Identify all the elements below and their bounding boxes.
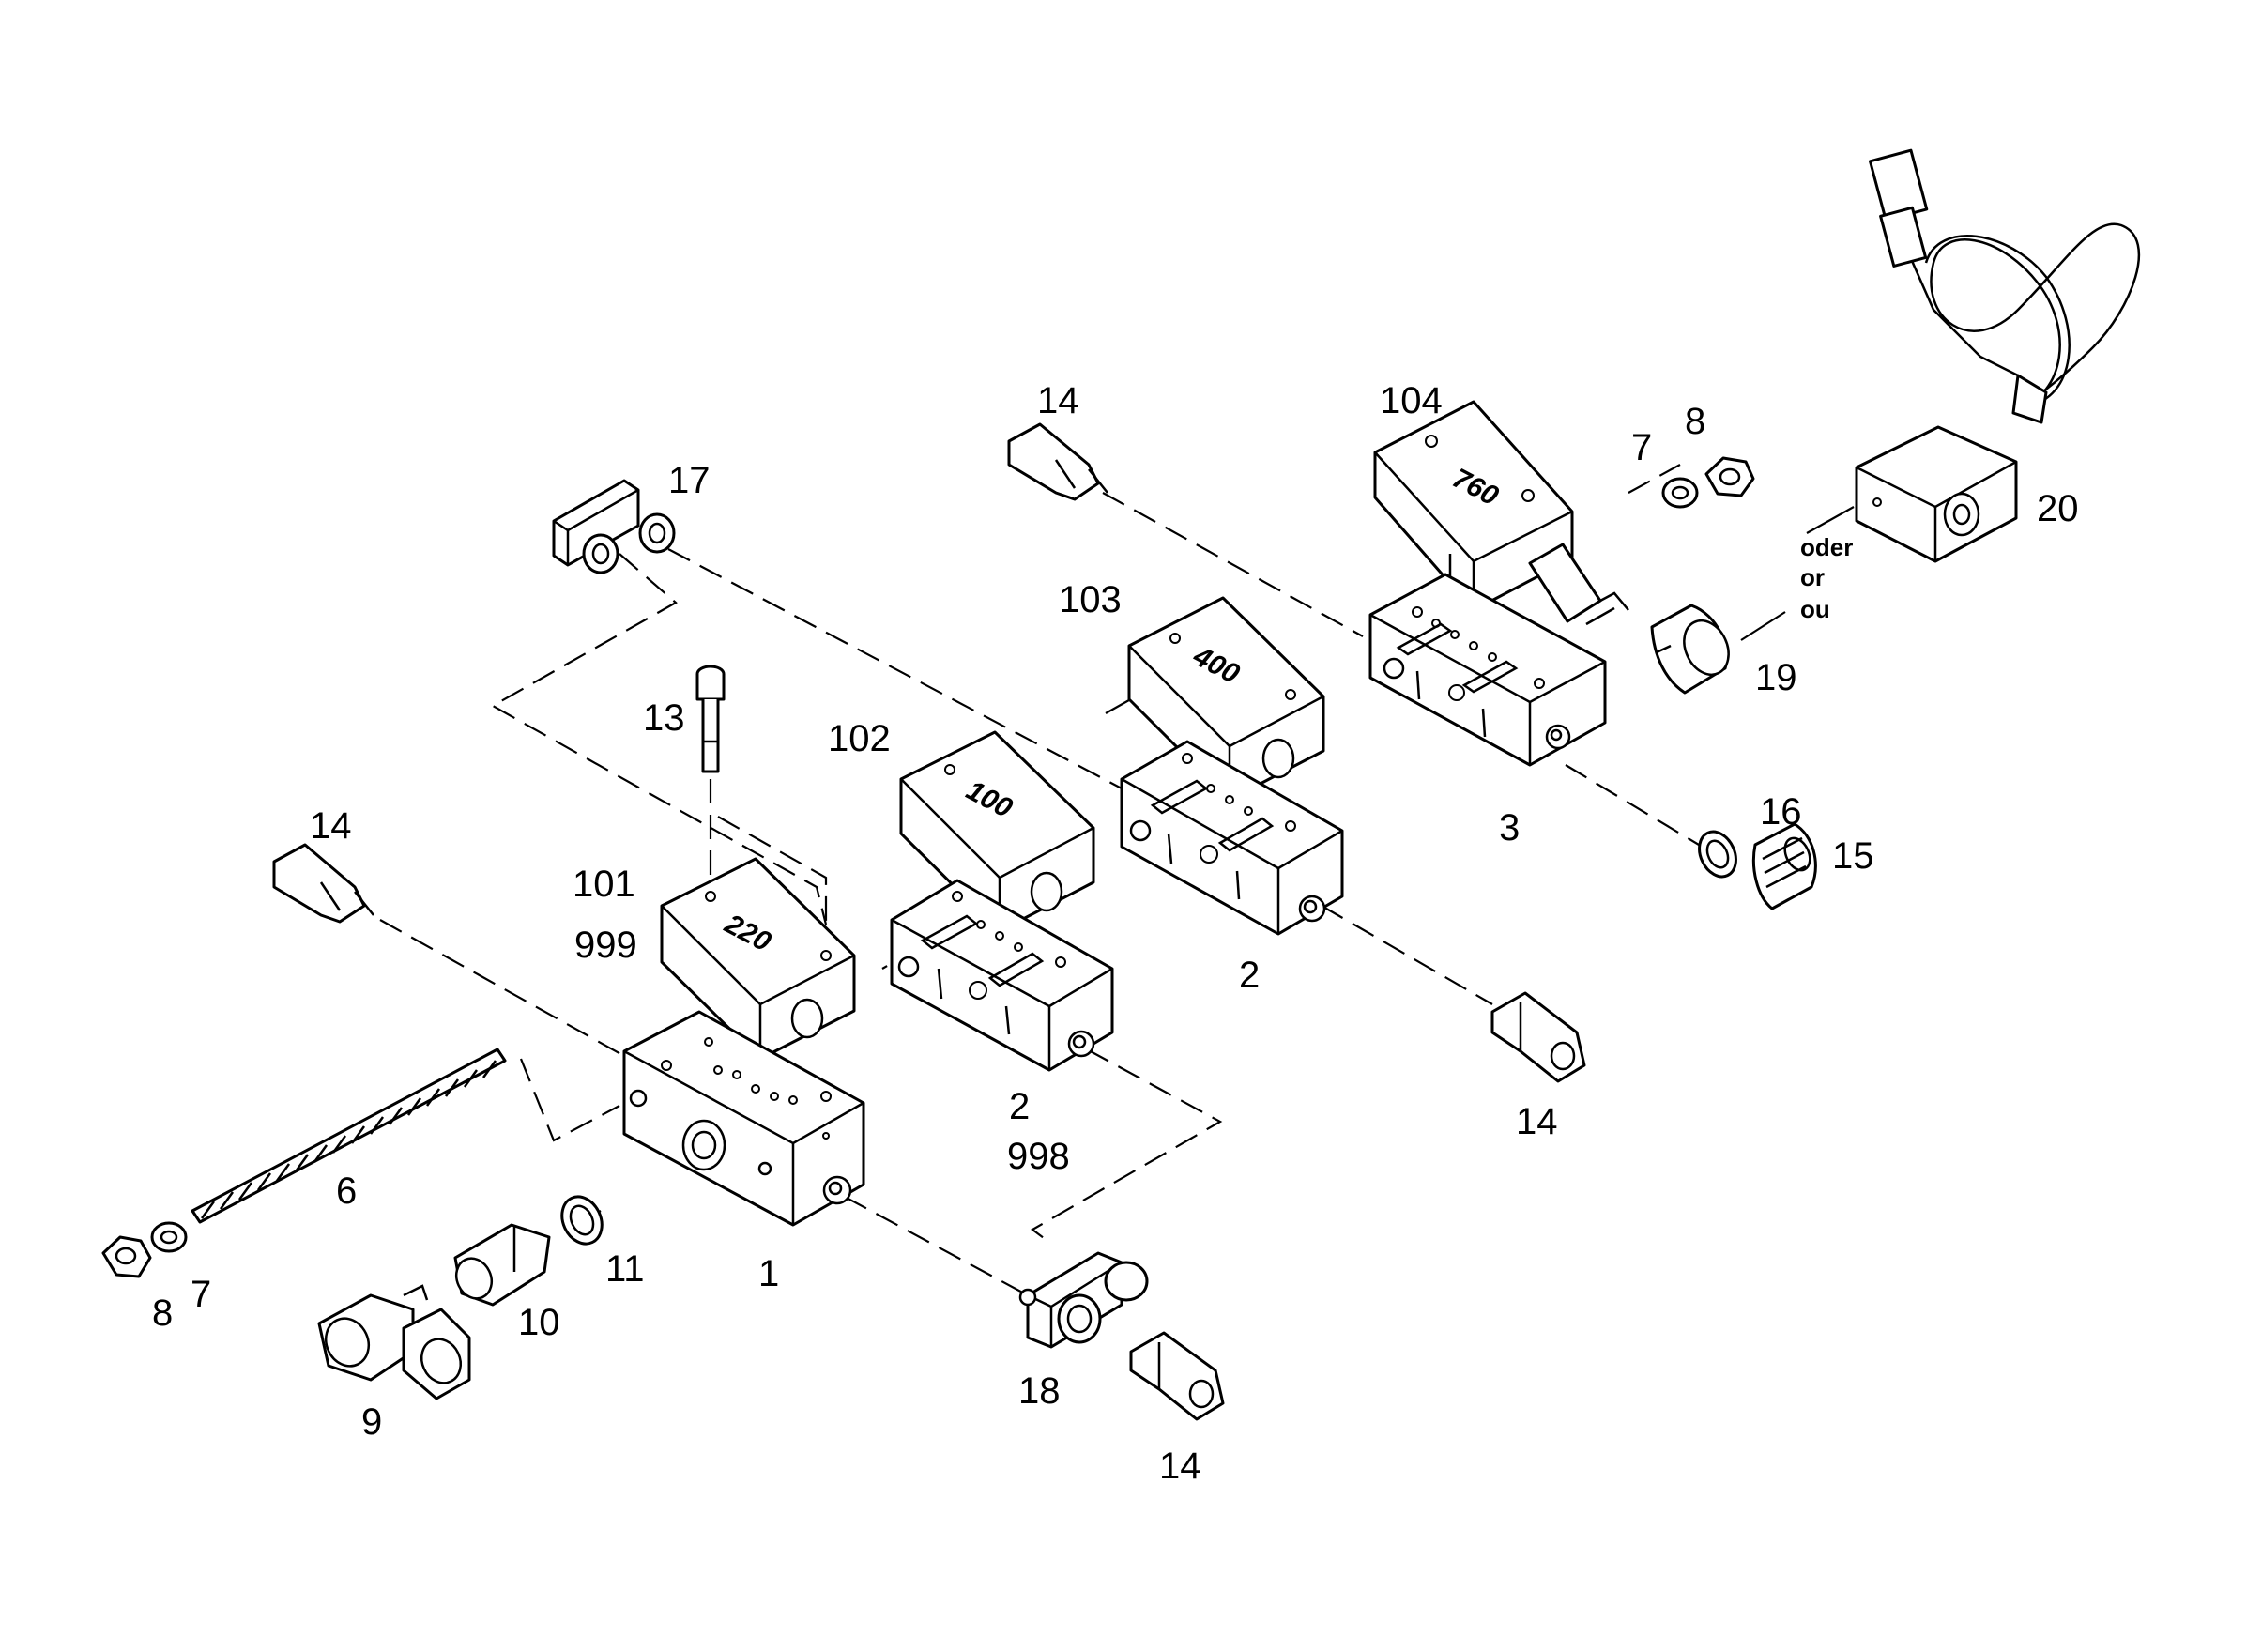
callout-103: 103 [1059,579,1122,620]
callout-18: 18 [1018,1370,1061,1412]
callout-7-upper: 7 [1631,427,1652,468]
callout-10: 10 [518,1302,560,1343]
part-13-screw [695,665,726,773]
callout-1: 1 [758,1253,779,1294]
callout-999: 999 [574,925,637,966]
part-14-fitting-bottom [1129,1331,1225,1421]
part-14-fitting-left [272,843,374,924]
callout-14-top: 14 [1037,380,1079,421]
alternative-note: oder or ou [1800,533,1853,623]
note-ou: ou [1800,595,1830,623]
part-20-sensor [1855,148,2141,563]
assembly-leader-lines [379,464,1700,1296]
part-14-fitting-top [1007,422,1108,501]
part-6-threaded-stud [191,1048,507,1224]
callout-19: 19 [1755,657,1797,698]
part-8-nut-upper [1704,456,1755,497]
part-17-plate-fitting [552,479,676,574]
part-2-valve-block-upper [1120,740,1344,936]
callout-102: 102 [828,718,891,759]
callout-15: 15 [1832,835,1874,877]
part-7-washer-lower [150,1221,188,1253]
callout-8-lower: 8 [152,1293,173,1334]
callout-16: 16 [1760,791,1802,833]
part-104-module-760: 760 [1373,400,1629,626]
callout-labels: 14 104 7 8 20 17 103 19 13 102 3 16 15 1… [152,380,2079,1487]
callout-14-bottom: 14 [1159,1446,1201,1487]
callout-2-lower: 2 [1009,1086,1030,1127]
callout-101: 101 [573,864,635,905]
callout-14-right: 14 [1516,1101,1558,1142]
part-3-valve-block [1368,573,1607,767]
callout-6: 6 [336,1170,357,1212]
part-103-module-400: 400 [1127,596,1325,802]
callout-104: 104 [1380,380,1443,421]
part-10-fitting [453,1223,551,1307]
callout-13: 13 [643,697,685,739]
part-18-plate-fitting [1018,1251,1149,1349]
callout-17: 17 [668,460,711,501]
part-7-washer-upper [1661,477,1699,509]
callout-3: 3 [1499,807,1520,849]
part-102-module-100: 100 [899,730,1095,933]
part-15-plug [1751,822,1817,910]
part-9-elbow-fitting [317,1284,471,1400]
part-101-module-220: 220 [660,857,856,1061]
part-8-nut-lower [101,1235,152,1278]
note-or: or [1800,563,1825,591]
callout-11: 11 [605,1248,645,1290]
callout-2-upper: 2 [1239,955,1260,996]
callout-8-upper: 8 [1685,401,1705,442]
note-oder: oder [1800,533,1853,561]
callout-20: 20 [2037,488,2079,529]
part-19-cap [1650,604,1730,695]
callout-14-left: 14 [310,805,352,847]
part-2-valve-block-lower [890,879,1114,1072]
callout-7-lower: 7 [191,1274,211,1315]
part-14-fitting-right [1490,991,1586,1083]
part-16-seal-ring [1698,830,1737,879]
part-11-seal-ring [560,1195,604,1246]
callout-9: 9 [361,1401,382,1443]
callout-998: 998 [1007,1136,1070,1177]
part-1-base-block [622,1010,865,1227]
